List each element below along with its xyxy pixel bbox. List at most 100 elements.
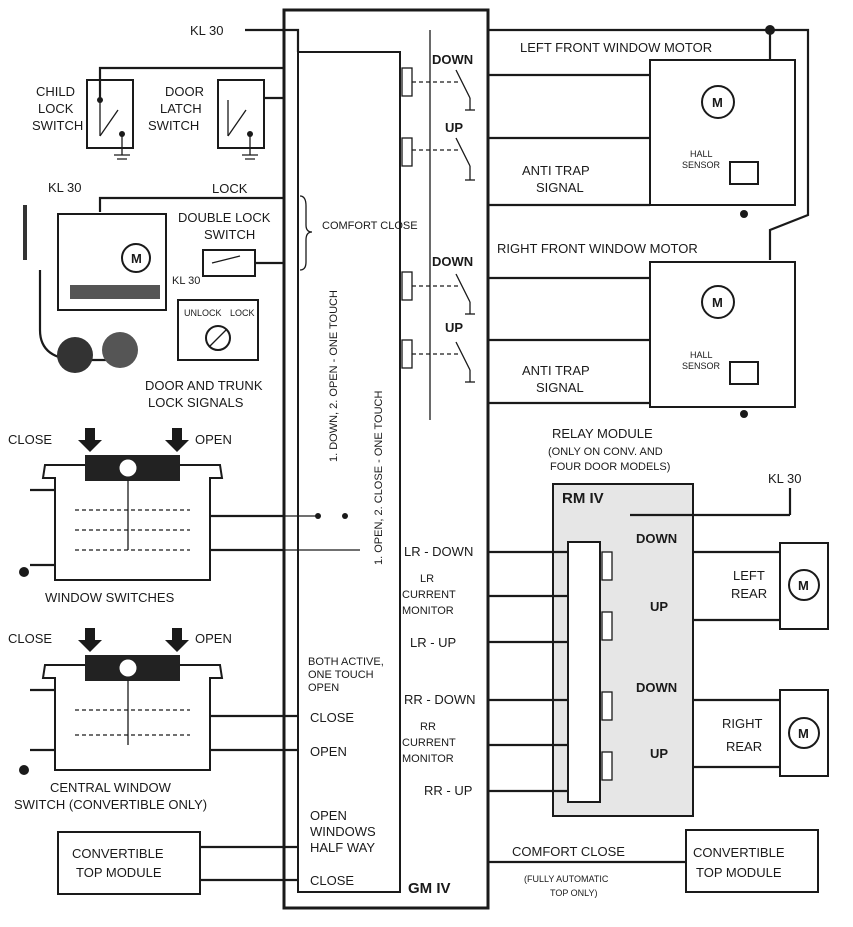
gm-relay-contacts <box>412 30 475 420</box>
svg-text:M: M <box>798 726 809 741</box>
rr-current-2: CURRENT <box>402 737 456 749</box>
left-rear-motor <box>788 569 820 601</box>
gm-iv-title: GM IV <box>408 880 451 897</box>
svg-text:M: M <box>798 578 809 593</box>
child-lock-label-1: CHILD <box>36 84 75 99</box>
lr-current-1: LR <box>420 573 434 585</box>
gm-up-label-1: UP <box>445 120 463 135</box>
rf-anti-trap-2: SIGNAL <box>536 380 584 395</box>
lf-hall-sensor <box>729 161 759 185</box>
kl30-top-label: KL 30 <box>190 23 224 38</box>
lf-anti-trap-1: ANTI TRAP <box>522 163 590 178</box>
central-switch-label-2: SWITCH (CONVERTIBLE ONLY) <box>14 797 207 812</box>
svg-text:M: M <box>712 295 723 310</box>
svg-text:M: M <box>712 95 723 110</box>
relay-title-2: (ONLY ON CONV. AND <box>548 446 663 458</box>
open-arrow-1 <box>165 428 189 452</box>
door-trunk-label-1: DOOR AND TRUNK <box>145 378 263 393</box>
close-label-1: CLOSE <box>8 432 52 447</box>
lock-small-label: LOCK <box>230 308 255 318</box>
open-label-1: OPEN <box>195 432 232 447</box>
child-lock-label-2: LOCK <box>38 101 74 116</box>
gm-down-label-2: DOWN <box>432 254 473 269</box>
lr-down-label: LR - DOWN <box>404 544 473 559</box>
door-trunk-label-2: LOCK SIGNALS <box>148 395 244 410</box>
convertible-top-module-right <box>685 829 819 893</box>
lf-hall-label-1: HALL <box>690 149 713 159</box>
window-switches-label: WINDOW SWITCHES <box>45 590 175 605</box>
lr-up-label: LR - UP <box>410 635 456 650</box>
double-lock-label-2: SWITCH <box>204 227 255 242</box>
door-latch-label-3: SWITCH <box>148 118 199 133</box>
rf-hall-label-2: SENSOR <box>682 361 721 371</box>
right-rear-motor <box>788 717 820 749</box>
rm-down-1: DOWN <box>636 531 677 546</box>
rr-current-3: MONITOR <box>402 753 454 765</box>
fully-auto-2: TOP ONLY) <box>550 888 598 898</box>
central-switch-contacts <box>75 680 190 745</box>
rr-current-1: RR <box>420 721 436 733</box>
kl30-small-label: KL 30 <box>172 275 200 287</box>
gm-iv-inner-box <box>297 51 401 893</box>
unlock-label: UNLOCK <box>184 308 222 318</box>
rf-hall-sensor <box>729 361 759 385</box>
gm-direction-label-2: 1. OPEN, 2. CLOSE - ONE TOUCH <box>373 391 385 565</box>
right-front-motor-label: RIGHT FRONT WINDOW MOTOR <box>497 241 698 256</box>
conv-right-label-1: CONVERTIBLE <box>693 845 785 860</box>
rf-hall-label-1: HALL <box>690 350 713 360</box>
gm-direction-label-1: 1. DOWN, 2. OPEN - ONE TOUCH <box>328 290 340 462</box>
right-front-motor-box <box>649 261 796 408</box>
gm-down-label-1: DOWN <box>432 52 473 67</box>
window-switch-housing <box>41 464 224 581</box>
lr-current-2: CURRENT <box>402 589 456 601</box>
door-latch-label-2: LATCH <box>160 101 202 116</box>
window-switch-contacts <box>75 480 190 551</box>
svg-text:M: M <box>131 251 142 266</box>
central-switch-housing <box>41 664 224 771</box>
relay-title-3: FOUR DOOR MODELS) <box>550 461 670 473</box>
gm-close-bottom: CLOSE <box>310 873 354 888</box>
rm-up-1: UP <box>650 599 668 614</box>
close-label-2: CLOSE <box>8 631 52 646</box>
left-rear-motor-box <box>779 542 829 630</box>
relay-title-1: RELAY MODULE <box>552 426 653 441</box>
left-front-motor-label: LEFT FRONT WINDOW MOTOR <box>520 40 712 55</box>
conv-left-label-2: TOP MODULE <box>76 865 162 880</box>
central-switch-label-1: CENTRAL WINDOW <box>50 780 172 795</box>
right-front-motor <box>701 285 735 319</box>
lf-anti-trap-2: SIGNAL <box>536 180 584 195</box>
left-rear-label-1: LEFT <box>733 568 765 583</box>
rm-up-2: UP <box>650 746 668 761</box>
open-arrow-2 <box>165 628 189 652</box>
left-front-motor <box>701 85 735 119</box>
rf-anti-trap-1: ANTI TRAP <box>522 363 590 378</box>
conv-right-label-2: TOP MODULE <box>696 865 782 880</box>
conv-left-label-1: CONVERTIBLE <box>72 846 164 861</box>
rr-up-label: RR - UP <box>424 783 472 798</box>
gm-both-active-2: ONE TOUCH <box>308 669 374 681</box>
gm-open-half-3: HALF WAY <box>310 840 375 855</box>
double-lock-label-1: DOUBLE LOCK <box>178 210 271 225</box>
gm-both-active-1: BOTH ACTIVE, <box>308 656 384 668</box>
rr-down-label: RR - DOWN <box>404 692 476 707</box>
right-rear-label-2: REAR <box>726 739 762 754</box>
convertible-top-module-left <box>57 831 201 895</box>
double-lock-switch-box <box>202 249 256 277</box>
gm-open-label: OPEN <box>310 744 347 759</box>
lf-hall-label-2: SENSOR <box>682 160 721 170</box>
rm-iv-title: RM IV <box>562 490 604 507</box>
comfort-close-bottom-label: COMFORT CLOSE <box>512 844 625 859</box>
relay-kl30: KL 30 <box>768 471 802 486</box>
lock-label: LOCK <box>212 181 248 196</box>
left-front-motor-box <box>649 59 796 206</box>
gm-comfort-label-1: COMFORT CLOSE <box>322 220 418 232</box>
fully-auto-1: (FULLY AUTOMATIC <box>524 874 609 884</box>
gm-close-label: CLOSE <box>310 710 354 725</box>
gm-open-half-1: OPEN <box>310 808 347 823</box>
right-rear-label-1: RIGHT <box>722 716 763 731</box>
lock-actuator-motor <box>121 243 151 273</box>
rm-down-2: DOWN <box>636 680 677 695</box>
gm-open-half-2: WINDOWS <box>310 824 376 839</box>
gm-both-active-3: OPEN <box>308 682 339 694</box>
